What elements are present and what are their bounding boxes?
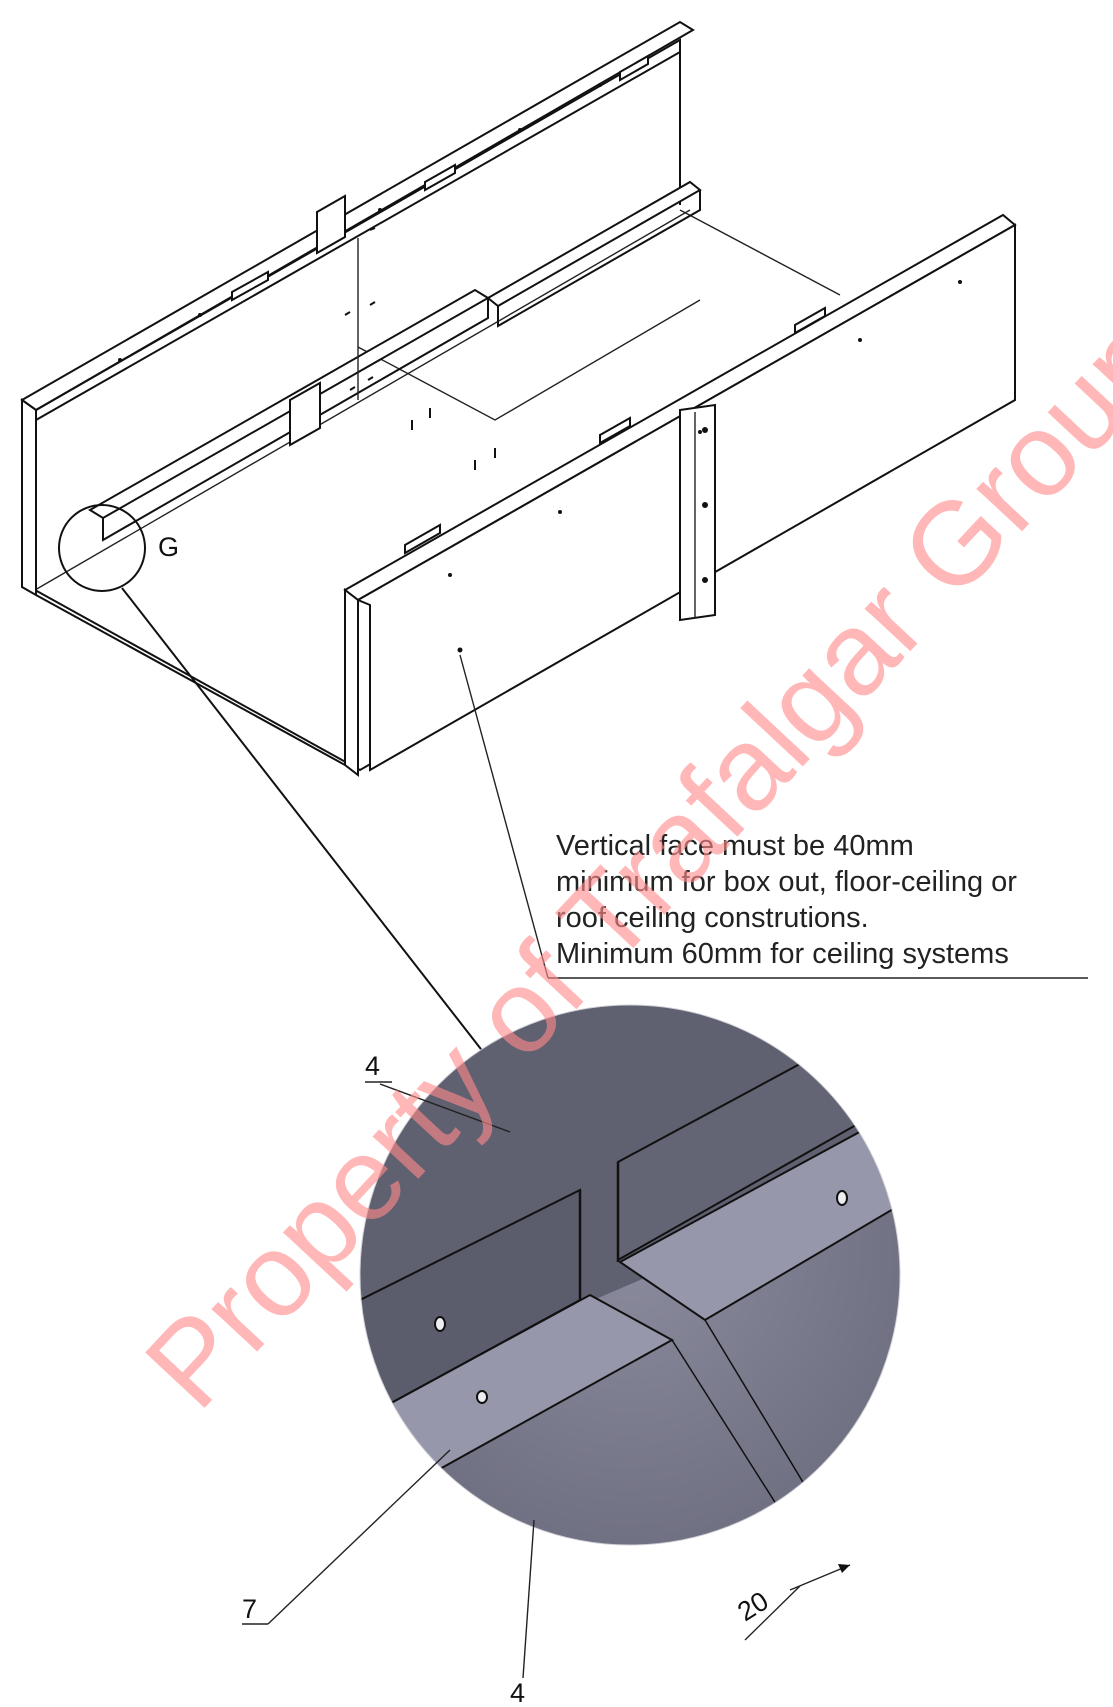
rear-floor-line (679, 209, 841, 296)
dimension-arrow (838, 1564, 850, 1573)
hole (858, 338, 862, 342)
center-wall-face-2 (497, 190, 701, 328)
hole (558, 510, 562, 514)
hole (598, 83, 602, 87)
back-wall-bracket (316, 194, 346, 255)
hole (198, 313, 202, 317)
fixing-marks (344, 227, 496, 470)
back-joint-strip-3 (619, 54, 649, 82)
dimension-label: 20 (732, 1586, 773, 1627)
hole (702, 577, 708, 583)
front-joint-strip-3 (794, 306, 826, 335)
hole (448, 573, 452, 577)
callout-bottom-leader (522, 1519, 535, 1679)
back-joint-strip-2 (424, 163, 456, 192)
back-wall-end-face (21, 398, 37, 597)
note-leader-line (459, 654, 549, 979)
back-wall-lip (35, 51, 681, 421)
end-base-edge (35, 594, 346, 766)
detail-marker-g: G (58, 504, 506, 1081)
callout-bottom-board: 4 (510, 1678, 525, 1707)
hole (958, 280, 962, 284)
divider-base-line (357, 299, 701, 421)
dimension-leader (744, 1585, 801, 1641)
dimension-line (789, 1564, 851, 1591)
detail-marker-circle (58, 504, 146, 592)
note-line-2: minimum for box out, floor-ceiling or (556, 866, 1017, 898)
detail-left-strip (360, 1293, 675, 1502)
box-assembly (20, 20, 1017, 778)
detail-hole (434, 1316, 446, 1332)
detail-hole (836, 1190, 848, 1206)
hole (378, 208, 382, 212)
hole (457, 647, 463, 653)
hole (518, 128, 522, 132)
hole (702, 427, 708, 433)
detail-leader-line (121, 587, 506, 1081)
center-joint-strip (289, 381, 321, 447)
front-joint-strip-2 (599, 416, 631, 445)
fixing-holes (118, 83, 962, 653)
note-line-4: Minimum 60mm for ceiling systems (556, 938, 1009, 970)
front-joint-strip-1 (404, 523, 441, 555)
detail-view-outline (359, 1004, 901, 1546)
callout-top-leader (379, 1083, 511, 1133)
detail-right-strip (618, 1108, 900, 1322)
callout-strip: 7 (242, 1594, 257, 1624)
hole (702, 502, 708, 508)
note-line-1: Vertical face must be 40mm (556, 830, 914, 862)
back-floor-edge (34, 209, 691, 591)
back-joint-strip-1 (231, 270, 269, 302)
center-wall-top-2 (486, 180, 702, 308)
callout-strip-leader (267, 1449, 451, 1625)
detail-marker-label: G (158, 532, 179, 562)
note-line-3: roof ceiling construtions. (556, 902, 869, 934)
front-wall-end-face (344, 587, 359, 778)
hole (118, 358, 122, 362)
callout-top-board: 4 (365, 1051, 380, 1081)
hole (698, 430, 702, 434)
external-bracket (679, 403, 716, 622)
construction-note: Vertical face must be 40mm minimum for b… (459, 654, 1088, 979)
detail-hole (476, 1390, 488, 1404)
